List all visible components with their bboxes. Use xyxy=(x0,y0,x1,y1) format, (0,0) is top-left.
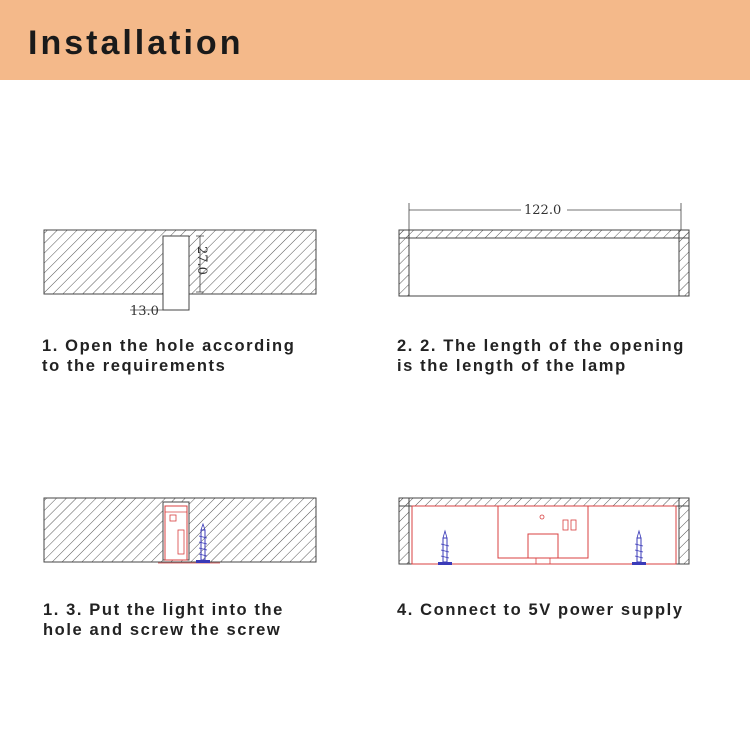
screw-icon xyxy=(438,529,452,565)
step-2-line-2: is the length of the lamp xyxy=(397,357,627,375)
step-4-caption: 4. Connect to 5V power supply xyxy=(397,600,684,620)
screw-icon xyxy=(196,522,210,563)
step-1-line-2: to the requirements xyxy=(42,357,227,375)
channel-right-wall xyxy=(678,497,690,565)
channel-top xyxy=(398,229,690,239)
hole-cutout xyxy=(162,501,190,561)
header-banner: Installation xyxy=(0,0,750,80)
lamp-body xyxy=(411,505,677,565)
step-2-caption: 2. 2. The length of the opening is the l… xyxy=(397,336,685,376)
diagram-opening-length: 122.0 xyxy=(398,200,690,297)
step-4-line-1: 4. Connect to 5V power supply xyxy=(397,601,684,619)
driver-board xyxy=(497,505,589,559)
lamp-body xyxy=(164,505,188,561)
step-3-line-2: hole and screw the screw xyxy=(43,621,282,639)
height-dimension-label: 27.0 xyxy=(194,246,209,275)
channel-left-wall xyxy=(398,497,410,565)
step-3-caption: 1. 3. Put the light into the hole and sc… xyxy=(43,600,284,640)
diagram-hole-dimensions: 27.0 13.0 xyxy=(43,229,317,319)
length-dimension-label: 122.0 xyxy=(524,203,561,218)
hole-cutout xyxy=(162,235,190,311)
page-title: Installation xyxy=(28,24,244,62)
channel-top xyxy=(398,497,690,507)
diagram-power-connection xyxy=(398,497,690,565)
step-3-line-1: 1. 3. Put the light into the xyxy=(43,601,284,619)
diagram-light-in-hole xyxy=(43,497,317,564)
screw-icon xyxy=(632,529,646,565)
power-connector xyxy=(527,533,559,559)
step-2-line-1: 2. 2. The length of the opening xyxy=(397,337,685,355)
channel-right-wall xyxy=(678,229,690,297)
step-1-line-1: 1. Open the hole according xyxy=(42,337,296,355)
channel-left-wall xyxy=(398,229,410,297)
step-1-caption: 1. Open the hole according to the requir… xyxy=(42,336,295,376)
width-dimension-label: 13.0 xyxy=(130,304,159,319)
